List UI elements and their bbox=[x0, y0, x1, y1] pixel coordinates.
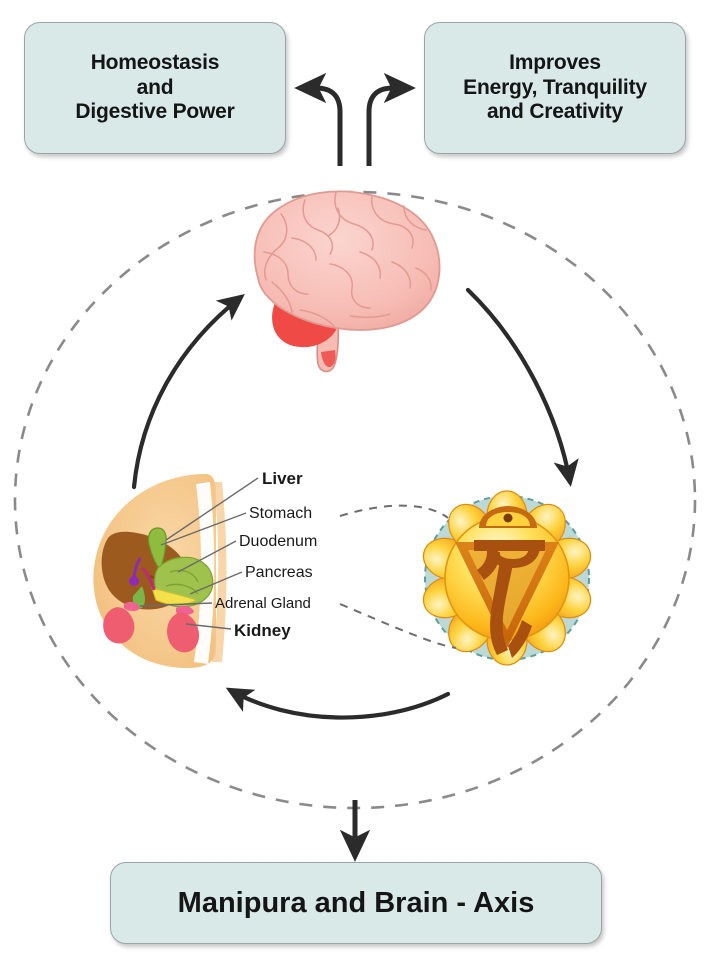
box-right-line-3: and Creativity bbox=[486, 100, 624, 124]
box-left-line-3: Digestive Power bbox=[75, 100, 235, 124]
cycle-dashed-ring bbox=[13, 190, 697, 810]
abdominal-organs-illustration bbox=[93, 474, 227, 668]
arrow-organs-to-brain bbox=[131, 293, 245, 490]
label-adrenal-gland: Adrenal Gland bbox=[215, 595, 311, 612]
leader-kidney bbox=[185, 623, 232, 630]
box-left-line-2: and bbox=[136, 75, 174, 99]
leader-pancreas bbox=[189, 571, 243, 595]
label-liver: Liver bbox=[262, 469, 303, 488]
diagram-title: Manipura and Brain - Axis bbox=[177, 886, 535, 919]
leader-stomach bbox=[160, 512, 247, 546]
diagram-title-box[interactable]: Manipura and Brain - Axis bbox=[110, 862, 602, 944]
arrow-brain-to-chakra bbox=[465, 287, 579, 487]
organ-chakra-dashed-connectors bbox=[339, 504, 457, 649]
leader-duodenum bbox=[177, 540, 237, 573]
label-duodenum: Duodenum bbox=[239, 533, 318, 550]
label-pancreas: Pancreas bbox=[245, 564, 313, 581]
label-kidney: Kidney bbox=[234, 621, 291, 640]
cycle-flow-arrows bbox=[131, 287, 579, 720]
chakra-petals bbox=[422, 490, 592, 666]
box-right-line-2: Energy, Tranquility bbox=[463, 75, 647, 99]
box-left-line-1: Homeostasis bbox=[90, 50, 220, 74]
leader-liver bbox=[165, 477, 259, 541]
box-right-line-1: Improves bbox=[509, 50, 601, 74]
arrow-to-left-box bbox=[294, 72, 343, 166]
manipura-chakra-symbol bbox=[422, 490, 592, 666]
box-improves-energy-tranquility-creativity[interactable]: Improves Energy, Tranquility and Creativ… bbox=[424, 22, 686, 154]
top-branch-arrows bbox=[294, 72, 416, 166]
arrow-chakra-to-organs bbox=[225, 687, 451, 720]
box-homeostasis-digestive-power[interactable]: Homeostasis and Digestive Power bbox=[24, 22, 286, 154]
label-stomach: Stomach bbox=[249, 505, 313, 522]
brain-illustration bbox=[253, 190, 441, 373]
leader-adrenal bbox=[139, 602, 213, 607]
arrow-to-right-box bbox=[366, 72, 416, 166]
